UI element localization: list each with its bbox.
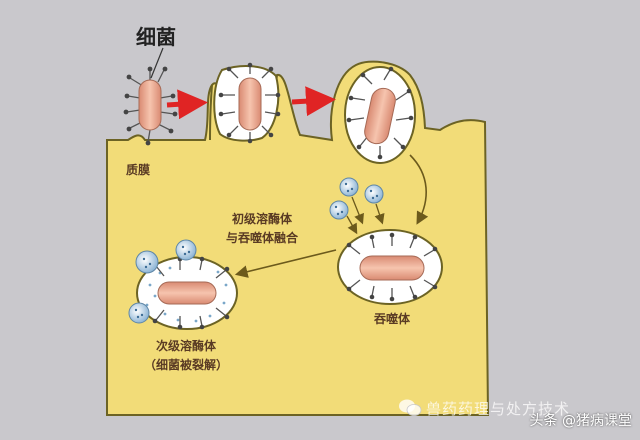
credit-text: 头条 @猪病课堂	[529, 413, 632, 429]
label-lysis: （细菌被裂解）	[144, 357, 228, 372]
label-primary-lysosome: 初级溶酶体	[232, 211, 293, 226]
bacterium-engulfing	[213, 62, 281, 144]
membrane-fold-1	[209, 84, 213, 141]
fusion-arrow	[234, 249, 337, 278]
stage-arrow-1	[166, 89, 208, 120]
stage-arrow-2	[291, 86, 336, 117]
label-membrane: 质膜	[126, 162, 150, 177]
label-secondary-lysosome: 次级溶酶体	[156, 338, 217, 353]
label-phagosome: 吞噬体	[374, 311, 411, 326]
label-fusion: 与吞噬体融合	[226, 230, 299, 245]
label-bacterium: 细菌	[136, 25, 176, 49]
bacterium-free	[123, 66, 178, 146]
watermark: 兽药药理与处方技术	[426, 400, 571, 418]
phagosome-forming	[344, 66, 416, 164]
internalize-arrow	[409, 154, 429, 225]
primary-lysosomes	[329, 177, 385, 235]
bacterium-label-pointer	[150, 47, 164, 79]
wechat-icon	[399, 399, 422, 416]
phagosome	[337, 229, 443, 305]
secondary-lysosome	[128, 239, 238, 330]
